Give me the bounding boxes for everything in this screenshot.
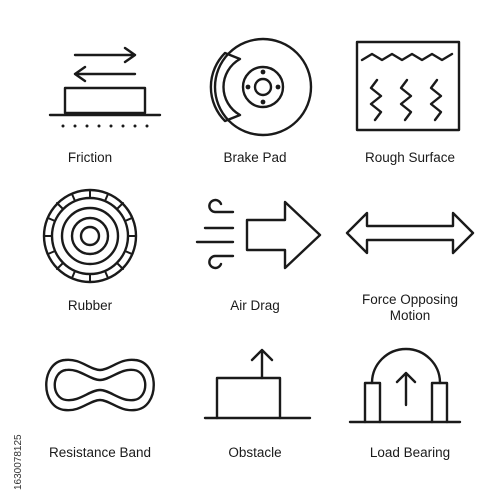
icon-tile-friction: Friction <box>15 40 165 170</box>
icon-label: Friction <box>67 150 113 165</box>
stock-id-watermark: 1630078125 <box>2 380 24 490</box>
obstacle-icon <box>203 348 312 420</box>
icon-label: Air Drag <box>230 298 280 313</box>
icon-tile-rubber: Rubber <box>15 188 165 318</box>
friction-icon <box>48 46 162 128</box>
icon-tile-resistance-band: Resistance Band <box>25 350 175 470</box>
resistance-band-icon <box>45 358 155 412</box>
icon-label: Resistance Band <box>48 445 152 460</box>
icon-tile-load-bearing: Load Bearing <box>335 343 485 473</box>
double-arrow-icon <box>345 211 475 255</box>
icon-label: Rubber <box>67 298 113 313</box>
icon-tile-obstacle: Obstacle <box>180 340 330 470</box>
air-drag-icon <box>195 198 322 270</box>
icon-tile-air-drag: Air Drag <box>180 190 330 320</box>
brake-pad-icon <box>209 37 313 137</box>
rubber-tire-icon <box>42 188 138 284</box>
rough-surface-icon <box>355 40 461 132</box>
icon-tile-brake-pad: Brake Pad <box>180 35 330 170</box>
stock-id: 1630078125 <box>13 434 24 490</box>
icon-tile-force-opposing-motion: Force Opposing Motion <box>335 200 485 330</box>
icon-tile-rough-surface: Rough Surface <box>335 40 485 170</box>
icon-label: Force Opposing Motion <box>361 292 459 323</box>
load-bearing-icon <box>348 347 462 424</box>
icon-label: Brake Pad <box>223 150 287 165</box>
icon-label: Load Bearing <box>369 445 451 460</box>
icon-label: Obstacle <box>228 445 282 460</box>
icon-label: Rough Surface <box>364 150 456 165</box>
